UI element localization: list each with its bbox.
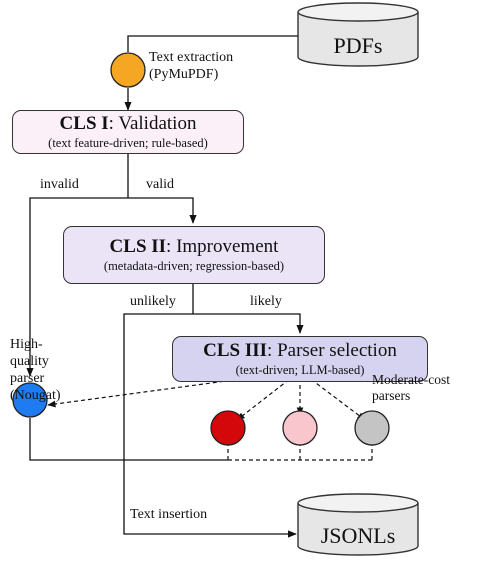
edge-label-unlikely: unlikely bbox=[130, 294, 176, 309]
text-extraction-node bbox=[110, 52, 146, 88]
moderate-parser-node-red bbox=[210, 410, 246, 446]
edge-high-quality-return bbox=[29, 418, 228, 461]
high-quality-parser-label: High- quality parser (Nougat) bbox=[10, 337, 61, 403]
text-extraction-label: Text extraction (PyMuPDF) bbox=[149, 50, 234, 82]
edge-label-valid: valid bbox=[146, 177, 174, 192]
pdfs-label: PDFs bbox=[333, 33, 383, 58]
edge-invalid bbox=[26, 197, 128, 377]
edge-label-text-insertion: Text insertion bbox=[130, 507, 208, 522]
jsonls-cylinder bbox=[297, 493, 419, 556]
edge-unlikely bbox=[123, 313, 297, 538]
edge-label-invalid: invalid bbox=[40, 177, 79, 192]
edge-dashed-to-red bbox=[236, 370, 301, 421]
edge-label-likely: likely bbox=[250, 294, 282, 309]
edge-valid bbox=[128, 197, 197, 224]
moderate-parser-node-pink bbox=[282, 410, 318, 446]
cls1-validation-box: CLS I: Validation (text feature-driven; … bbox=[12, 110, 244, 154]
cls3-parser-selection-box: CLS III: Parser selection (text-driven; … bbox=[172, 336, 428, 382]
edge-likely bbox=[193, 313, 304, 334]
pdfs-cylinder bbox=[297, 2, 419, 67]
edge-moderate-return-dashed bbox=[227, 442, 373, 461]
edge-pdfs-to-extraction bbox=[127, 35, 298, 52]
high-quality-parser-node bbox=[12, 382, 48, 418]
cls2-improvement-box: CLS II: Improvement (metadata-driven; re… bbox=[63, 226, 325, 284]
jsonls-label: JSONLs bbox=[320, 523, 396, 548]
moderate-cost-parsers-label: Moderate-cost parsers bbox=[372, 372, 450, 403]
moderate-parser-node-gray bbox=[354, 410, 390, 446]
